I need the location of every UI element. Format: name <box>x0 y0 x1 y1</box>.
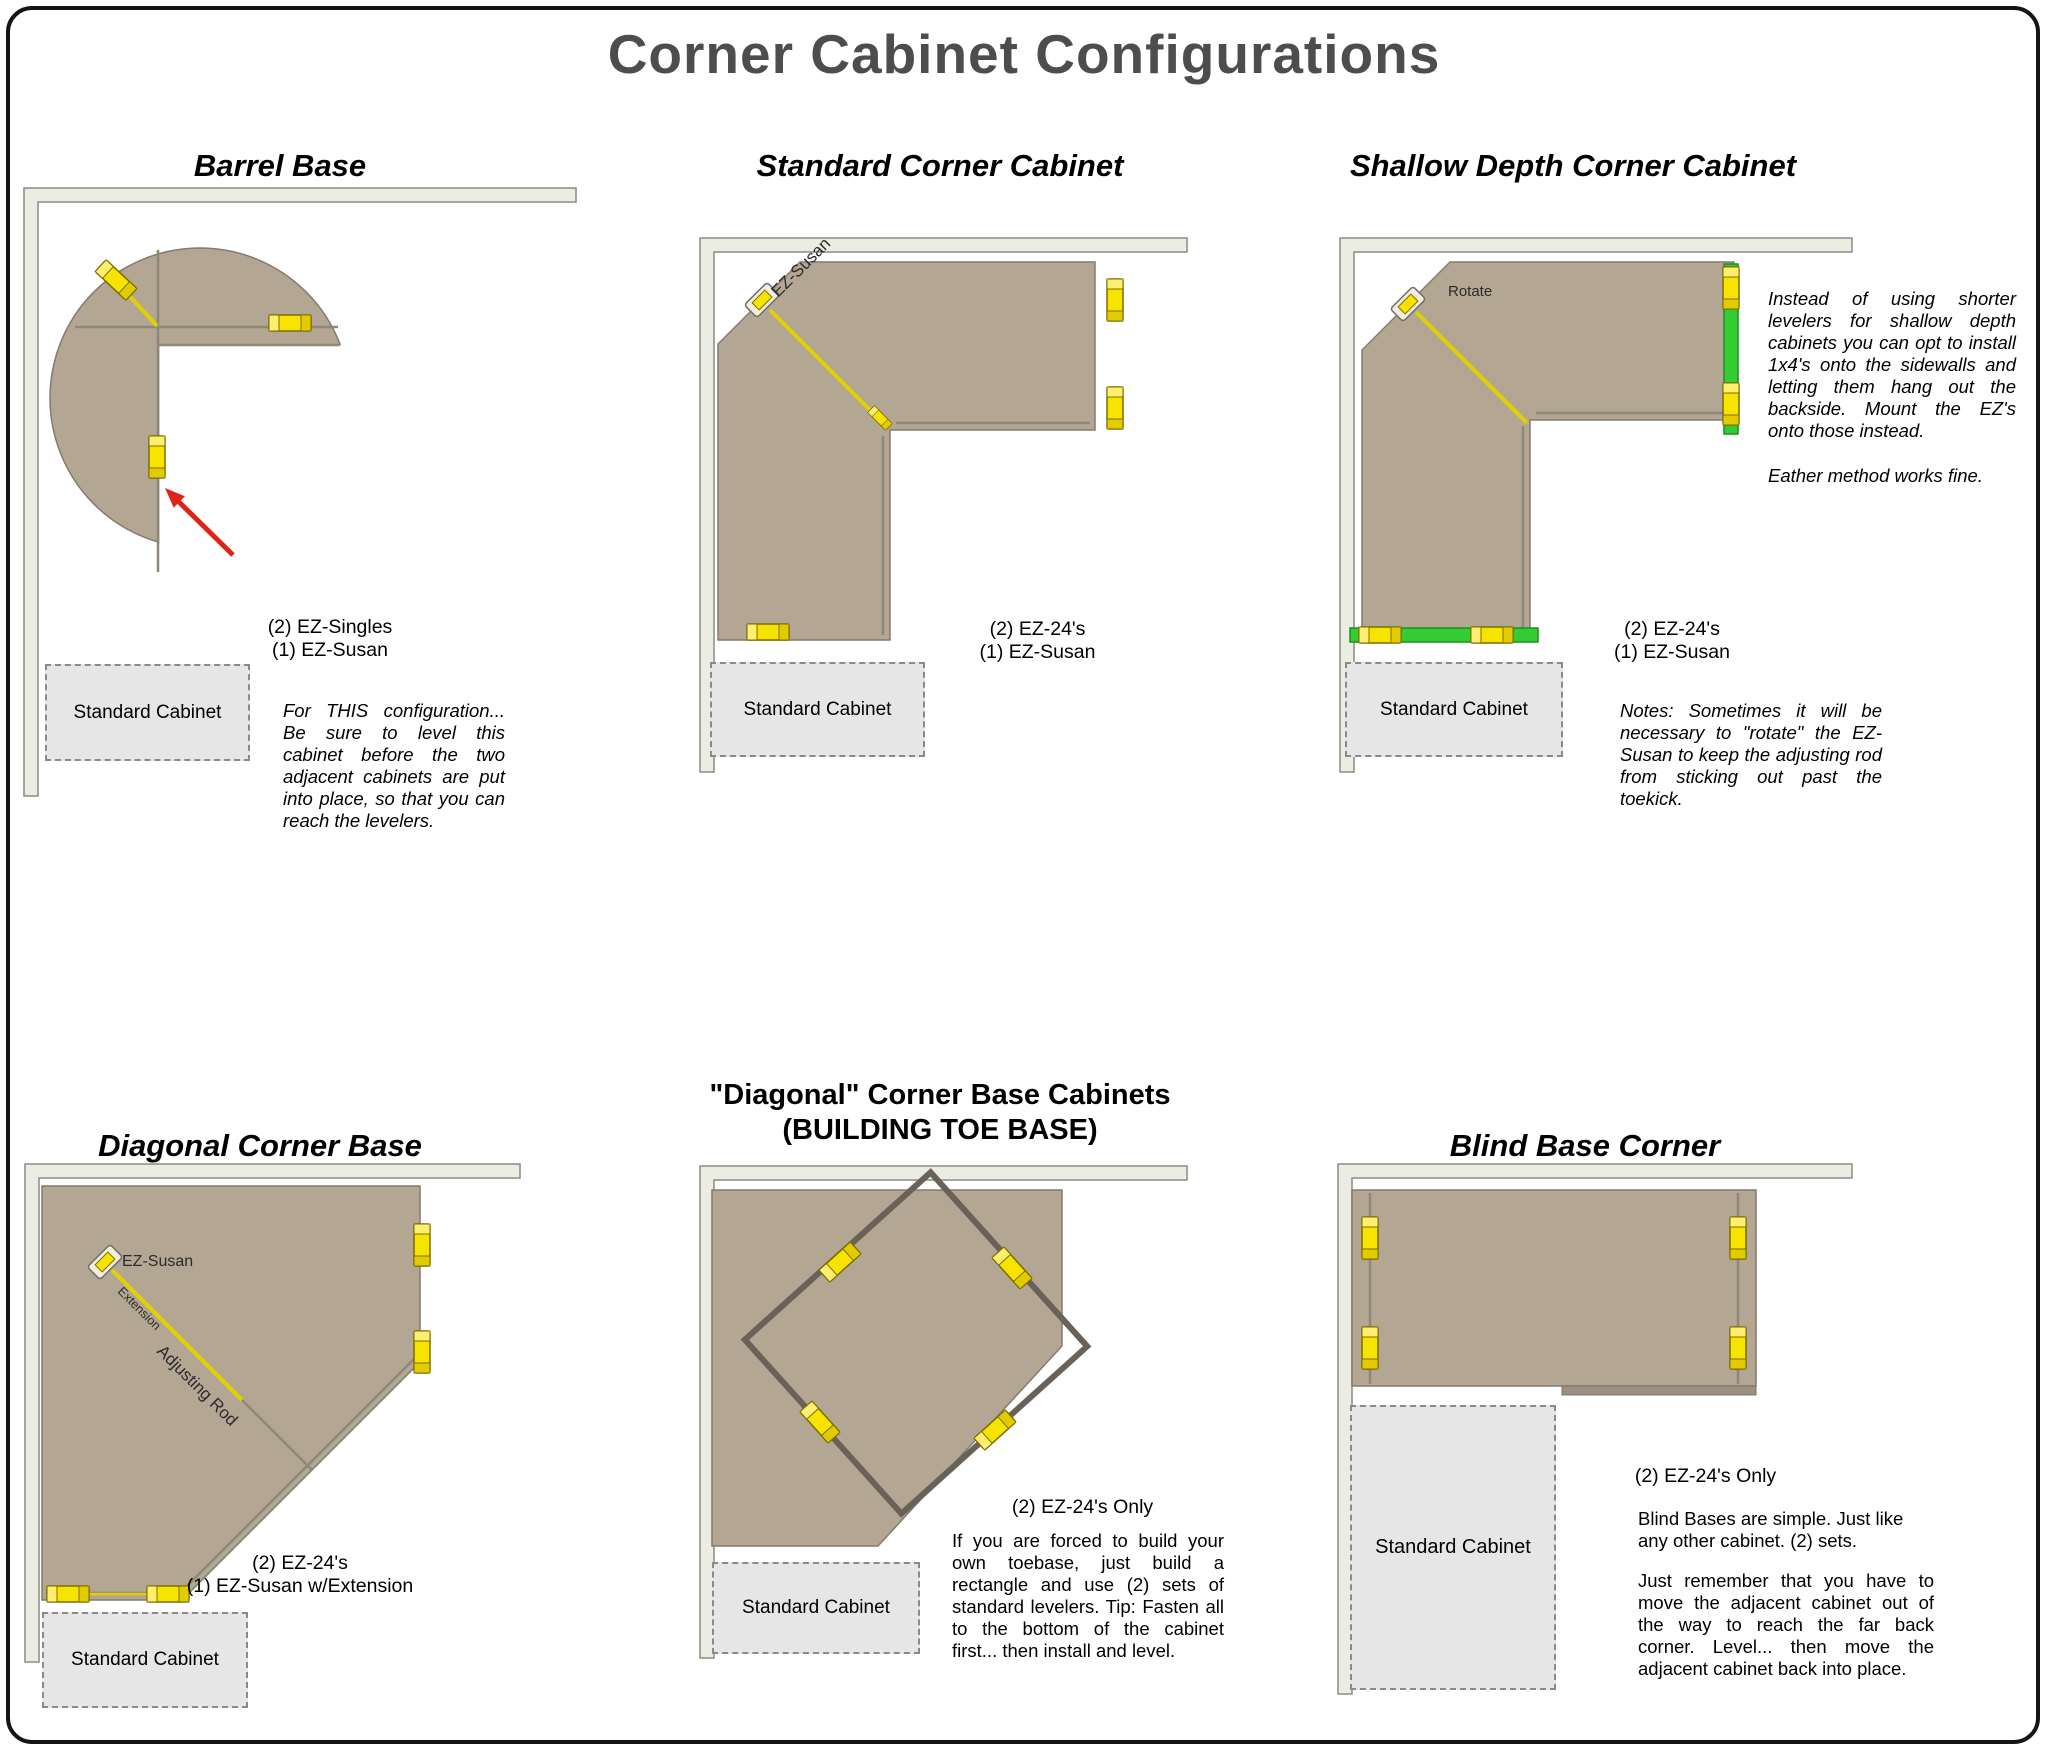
leveler-icon <box>1361 1326 1379 1370</box>
leveler-icon <box>1106 386 1124 430</box>
panel-title-standard-corner: Standard Corner Cabinet <box>756 148 1124 183</box>
shallow-notes: Notes: Sometimes it will be necessary to… <box>1620 700 1882 809</box>
blind-base-diagram <box>1337 1163 1853 1695</box>
barrel-base-diagram <box>23 187 577 797</box>
barrel-note: For THIS configuration... Be sure to lev… <box>283 700 505 831</box>
toebase-title-line2: (BUILDING TOE BASE) <box>782 1114 1098 1146</box>
shallow-parts-list: (2) EZ-24's (1) EZ-Susan <box>1614 618 1730 663</box>
wall <box>1337 1163 1853 1695</box>
standard-cabinet-box: Standard Cabinet <box>1350 1405 1556 1690</box>
wall <box>699 1165 1188 1659</box>
shallow-side-note: Instead of using shorter levelers for sh… <box>1768 288 2016 441</box>
panel-title-barrel-base: Barrel Base <box>193 148 367 183</box>
leveler-icon <box>1729 1326 1747 1370</box>
standard-cabinet-label: Standard Cabinet <box>743 698 892 720</box>
standard-cabinet-box: Standard Cabinet <box>45 664 250 761</box>
leveler-icon <box>1106 278 1124 322</box>
blind-filler-strip <box>1561 1385 1757 1396</box>
blind-parts-list: (2) EZ-24's Only <box>1634 1465 1777 1487</box>
leveler-icon <box>1729 1216 1747 1260</box>
leveler-icon <box>1722 382 1740 426</box>
toebase-title-line1: "Diagonal" Corner Base Cabinets <box>709 1079 1171 1111</box>
wall <box>699 237 1188 773</box>
adjusting-rod-extension <box>241 1399 313 1471</box>
panel-title-toebase: "Diagonal" Corner Base Cabinets (BUILDIN… <box>660 1078 1220 1148</box>
diagonal-parts-list: (2) EZ-24's (1) EZ-Susan w/Extension <box>186 1552 414 1597</box>
standard-cabinet-label: Standard Cabinet <box>742 1597 890 1618</box>
corner-cabinet <box>717 261 1096 641</box>
toebase-diagram <box>699 1165 1188 1659</box>
standard-cabinet-box: Standard Cabinet <box>42 1612 248 1708</box>
rotate-label: Rotate <box>1448 283 1492 300</box>
standard-cabinet-label: Standard Cabinet <box>73 701 222 723</box>
standard-cabinet-label: Standard Cabinet <box>1375 1536 1531 1558</box>
wall <box>24 1163 521 1663</box>
blind-note-1: Blind Bases are simple. Just like any ot… <box>1638 1508 1904 1551</box>
adjusting-rod <box>1414 310 1529 425</box>
leveler-icon <box>268 314 312 332</box>
standard-cabinet-box: Standard Cabinet <box>712 1562 920 1654</box>
red-arrow-head <box>165 488 185 508</box>
leveler-icon <box>1361 1216 1379 1260</box>
wall <box>1339 237 1853 773</box>
page-title: Corner Cabinet Configurations <box>607 23 1441 85</box>
diagonal-corner-diagram: EZ-Susan Extension Adjusting Rod <box>24 1163 521 1663</box>
standard-corner-diagram: EZ-Susan <box>699 234 1188 773</box>
panel-title-diagonal-corner: Diagonal Corner Base <box>98 1128 422 1163</box>
leveler-icon <box>148 435 166 479</box>
standard-cabinet-box: Standard Cabinet <box>1345 662 1563 757</box>
corner-cabinet <box>1361 261 1735 641</box>
leveler-icon <box>1358 626 1402 644</box>
diagonal-cabinet <box>41 1185 421 1601</box>
toebase-note: If you are forced to build your own toeb… <box>952 1530 1224 1661</box>
barrel-parts-list: (2) EZ-Singles (1) EZ-Susan <box>267 616 393 661</box>
standard-cabinet-box: Standard Cabinet <box>710 662 925 757</box>
toebase-parts-list: (2) EZ-24's Only <box>1011 1496 1154 1518</box>
leveler-icon <box>413 1223 431 1267</box>
leveler-icon <box>46 1585 90 1603</box>
cabinet-side-line <box>177 1357 416 1596</box>
diagonal-cabinet <box>711 1189 1063 1547</box>
leveler-icon <box>413 1330 431 1374</box>
wall <box>23 187 577 797</box>
standard-parts-list: (2) EZ-24's (1) EZ-Susan <box>979 618 1096 663</box>
red-arrow <box>176 499 235 557</box>
blind-note-2: Just remember that you have to move the … <box>1638 1570 1934 1679</box>
cabinet-cutout <box>159 345 374 585</box>
panel-title-shallow-depth: Shallow Depth Corner Cabinet <box>1349 148 1797 183</box>
adjusting-rod <box>110 1268 244 1402</box>
standard-cabinet-label: Standard Cabinet <box>71 1649 219 1670</box>
standard-cabinet-label: Standard Cabinet <box>1380 698 1528 720</box>
leveler-icon <box>1470 626 1514 644</box>
shallow-depth-diagram: Rotate <box>1339 237 1853 773</box>
ez-susan-label: EZ-Susan <box>122 1253 193 1270</box>
leveler-icon <box>746 623 790 641</box>
adjusting-rod <box>768 308 889 429</box>
leveler-icon <box>1722 266 1740 310</box>
shallow-side-note-2: Eather method works fine. <box>1768 465 1983 486</box>
panel-title-blind-base: Blind Base Corner <box>1449 1128 1721 1163</box>
blind-base-cabinet <box>1351 1189 1757 1387</box>
